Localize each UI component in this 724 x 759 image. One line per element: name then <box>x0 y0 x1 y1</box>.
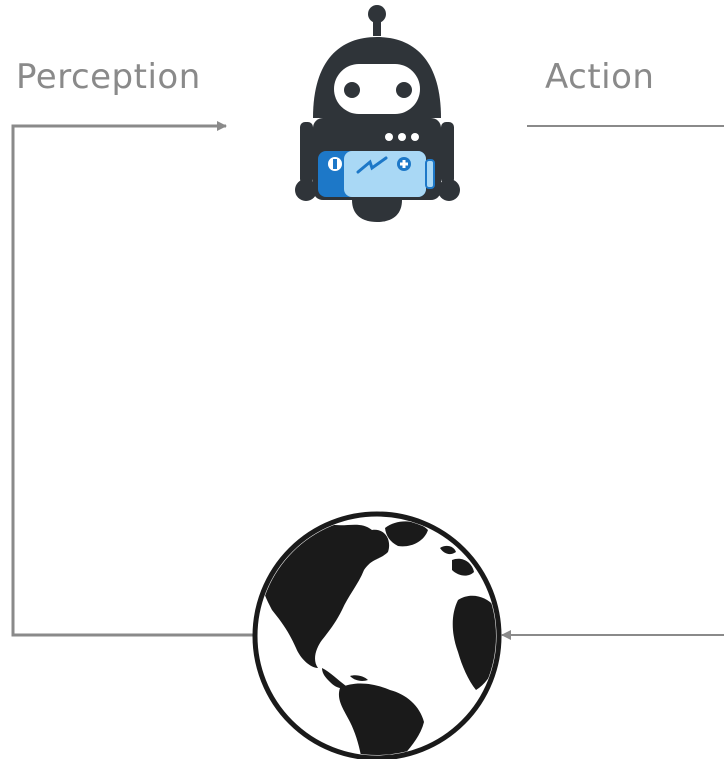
perception-arrow <box>11 121 254 637</box>
battery-icon <box>318 151 435 197</box>
action-label: Action <box>545 57 655 97</box>
perception-label: Perception <box>16 57 201 97</box>
